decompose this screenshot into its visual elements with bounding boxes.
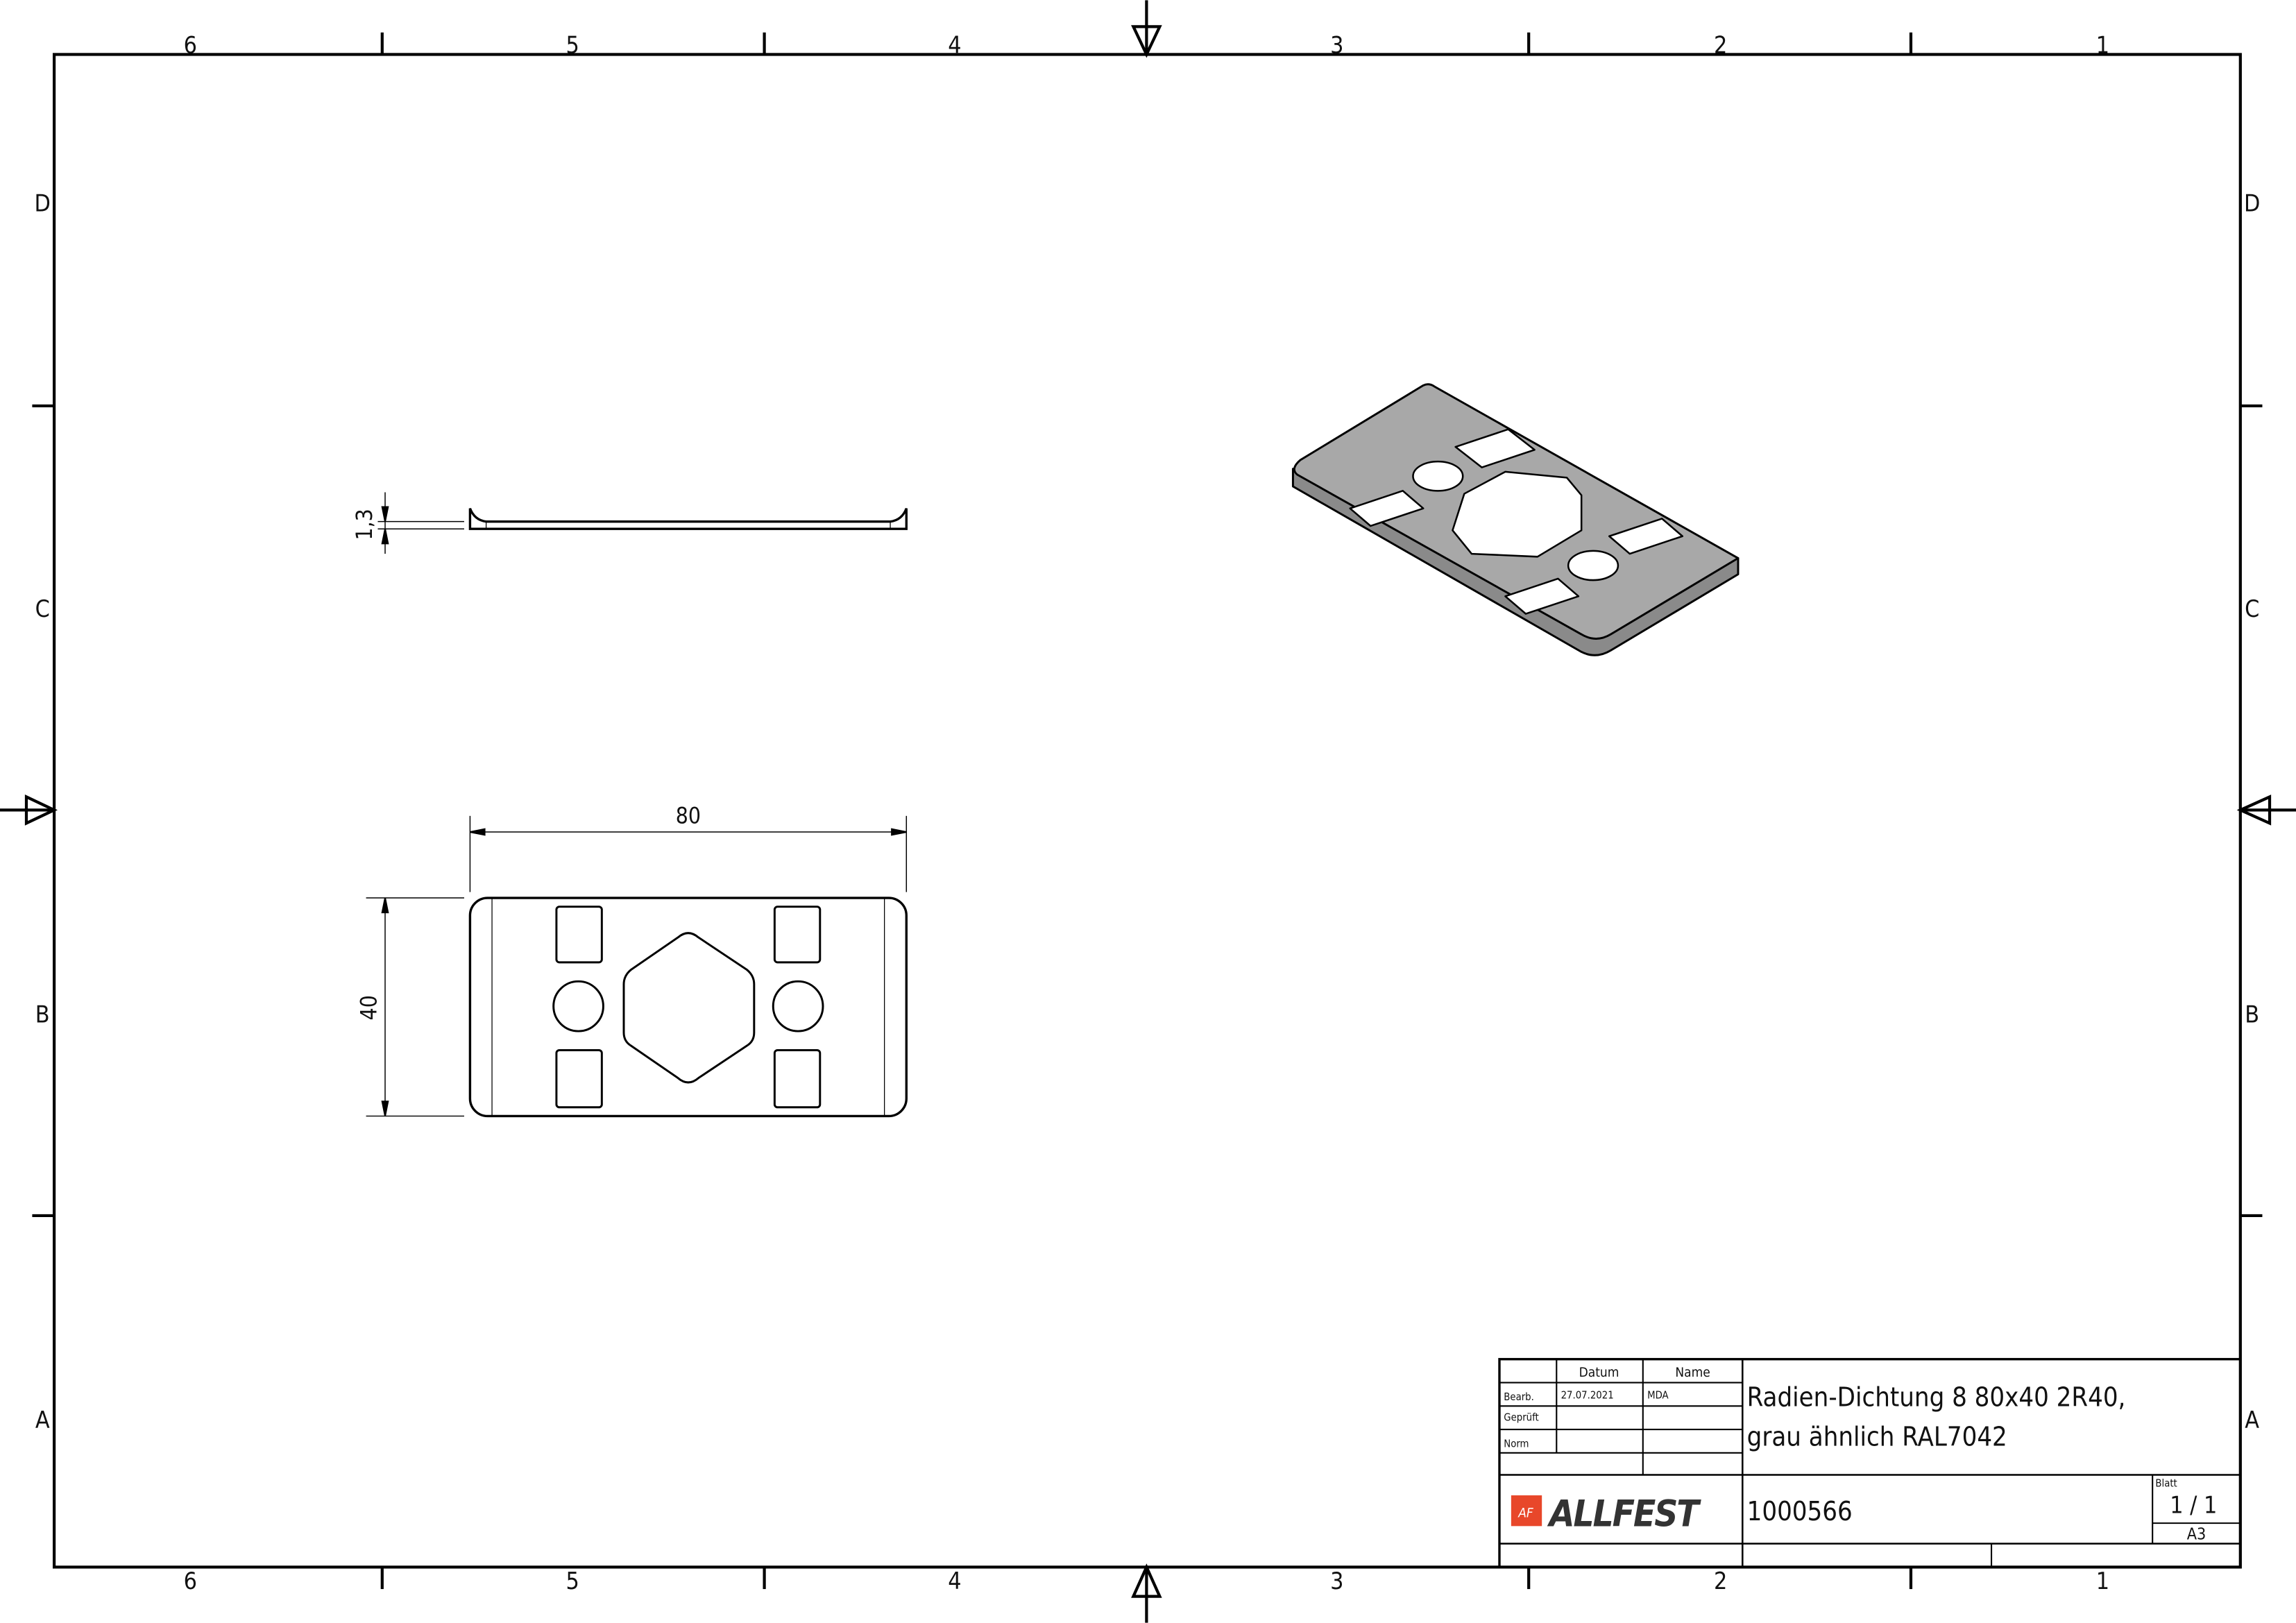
row-label-norm: Norm — [1504, 1438, 1529, 1450]
zone-row-c: C — [35, 595, 50, 622]
zone-col-5: 5 — [566, 31, 579, 58]
zone-col-2: 2 — [1714, 31, 1727, 58]
zone-col-2-bottom: 2 — [1714, 1567, 1727, 1595]
zone-col-6: 6 — [184, 31, 197, 58]
zone-col-4: 4 — [948, 31, 961, 58]
logo-text: ALLFEST — [1547, 1493, 1702, 1535]
width-dimension: 80 — [676, 804, 701, 829]
drawing-number: 1000566 — [1747, 1496, 1853, 1527]
zone-col-1: 1 — [2096, 31, 2109, 58]
zone-col-3: 3 — [1330, 31, 1343, 58]
zone-ticks — [32, 32, 2263, 1590]
side-view — [377, 492, 908, 554]
zone-labels: 6 5 4 3 2 1 6 5 4 3 2 1 D C B A D C B A — [35, 31, 2261, 1595]
bearb-name: MDA — [1647, 1390, 1669, 1402]
sheet-number: 1 / 1 — [2170, 1491, 2217, 1518]
front-view — [366, 815, 908, 1118]
isometric-view — [1291, 383, 1740, 656]
allfest-logo: AF ALLFEST — [1511, 1493, 1703, 1535]
zone-row-c-right: C — [2245, 595, 2259, 622]
thickness-dimension: 1,3 — [352, 509, 377, 540]
logo-mark: AF — [1517, 1506, 1534, 1521]
drawing-frame — [52, 53, 2242, 1569]
zone-row-a-right: A — [2245, 1407, 2259, 1434]
zone-col-3-bottom: 3 — [1330, 1567, 1343, 1595]
row-label-bearb: Bearb. — [1504, 1391, 1534, 1403]
zone-col-5-bottom: 5 — [566, 1567, 579, 1595]
zone-row-a: A — [35, 1407, 50, 1434]
zone-row-b-right: B — [2245, 1001, 2259, 1028]
paper-format: A3 — [2187, 1524, 2206, 1543]
bearb-date: 27.07.2021 — [1561, 1390, 1614, 1402]
zone-col-1-bottom: 1 — [2096, 1567, 2109, 1595]
header-name: Name — [1675, 1365, 1710, 1380]
zone-row-b: B — [35, 1001, 50, 1028]
header-datum: Datum — [1579, 1365, 1619, 1380]
height-dimension: 40 — [357, 995, 382, 1020]
zone-col-4-bottom: 4 — [948, 1567, 961, 1595]
part-title-line1: Radien-Dichtung 8 80x40 2R40, — [1747, 1382, 2126, 1412]
sheet-label: Blatt — [2155, 1477, 2177, 1489]
part-title-line2: grau ähnlich RAL7042 — [1747, 1421, 2007, 1452]
zone-row-d-right: D — [2244, 189, 2260, 216]
title-block — [1498, 1358, 2242, 1569]
row-label-geprueft: Geprüft — [1504, 1411, 1538, 1423]
zone-row-d: D — [35, 189, 51, 216]
zone-col-6-bottom: 6 — [184, 1567, 197, 1595]
